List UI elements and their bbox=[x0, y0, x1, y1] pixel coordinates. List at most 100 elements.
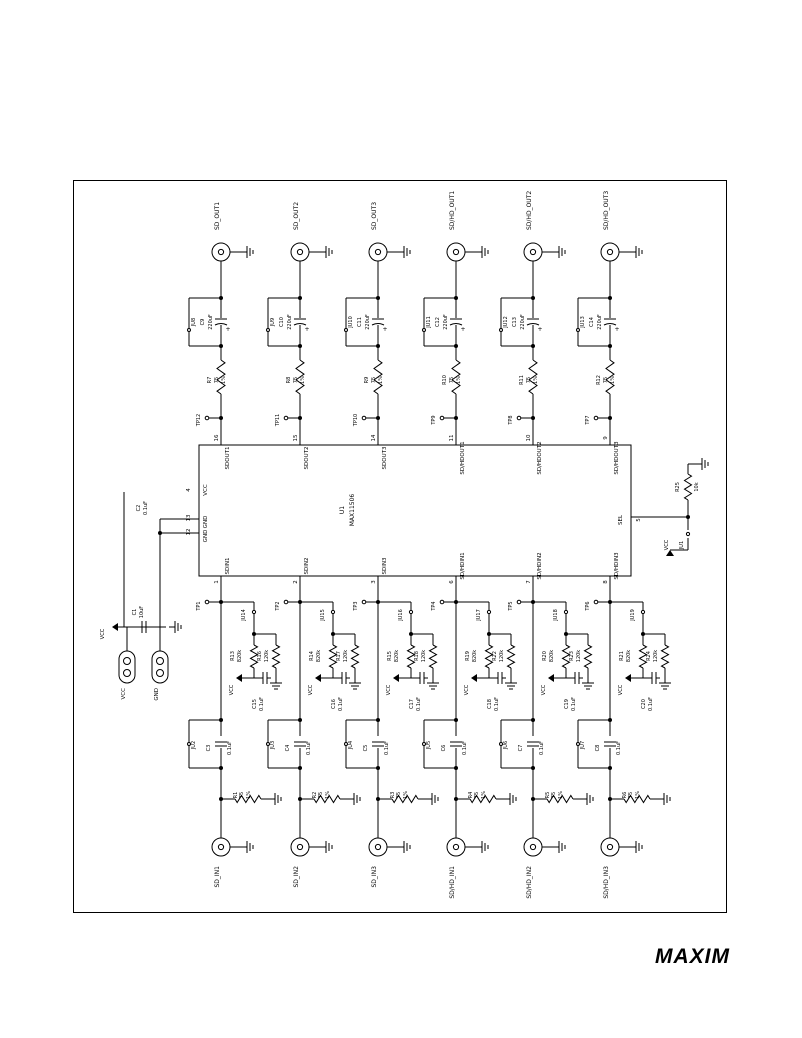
bnc-inner bbox=[606, 248, 614, 256]
resistor-zigzag bbox=[506, 644, 516, 669]
cap-value-label: 0.1uF bbox=[539, 741, 545, 755]
cap-ref-label: C14 bbox=[589, 317, 595, 327]
res-value-label: 820k bbox=[626, 650, 632, 663]
res-value-label: 75 bbox=[318, 792, 324, 798]
res-value-label: 120k bbox=[499, 650, 505, 663]
cap-value-label: 0.1uF bbox=[259, 697, 265, 711]
bnc-inner bbox=[374, 248, 382, 256]
input-connector-label: SD/HD_IN2 bbox=[526, 866, 533, 899]
resistor-zigzag bbox=[271, 644, 281, 669]
vcc-arrow-icon bbox=[393, 674, 399, 682]
ic-pin-number: 2 bbox=[293, 580, 299, 584]
res-ref-label: R20 bbox=[542, 651, 548, 661]
res-ref-label: R22 bbox=[492, 651, 498, 661]
res-ref-label: R25 bbox=[675, 482, 681, 492]
terminal-circle bbox=[563, 609, 569, 615]
bnc-outer bbox=[290, 837, 310, 857]
res-ref-label: R12 bbox=[596, 375, 602, 385]
resistor-zigzag bbox=[428, 644, 438, 669]
bnc-outer bbox=[211, 242, 231, 262]
jumper-label: JU19 bbox=[630, 609, 636, 622]
terminal-circle bbox=[251, 609, 257, 615]
cap-plate-curved bbox=[526, 323, 540, 326]
resistor-zigzag bbox=[469, 794, 497, 804]
ic-pin-number: 4 bbox=[186, 488, 192, 492]
res-value-label: 75 bbox=[551, 792, 557, 798]
input-connector-label: SD_IN1 bbox=[214, 866, 221, 888]
ic-pin-name: SDIN3 bbox=[382, 557, 388, 574]
cap-polarity-mark: + bbox=[304, 326, 309, 333]
ic-pin-name: VCC bbox=[203, 484, 209, 496]
cap-ref-label: C16 bbox=[331, 699, 337, 709]
terminal-circle bbox=[576, 742, 580, 746]
ic-pin-number: 14 bbox=[371, 434, 377, 441]
ic-pin-name: SDIN2 bbox=[304, 558, 310, 575]
input-connector-label: SD_IN3 bbox=[371, 866, 378, 888]
output-connector-label: SD_OUT2 bbox=[293, 202, 300, 230]
output-connector-label: SD_OUT3 bbox=[371, 202, 378, 230]
input-connector-label: SD/HD_IN3 bbox=[603, 866, 610, 899]
ic-pin-number: 8 bbox=[603, 580, 609, 584]
res-tolerance-label: 1% bbox=[221, 376, 227, 384]
res-value-label: 120k bbox=[576, 650, 582, 663]
res-value-label: 820k bbox=[472, 650, 478, 663]
testpoint-label: TP4 bbox=[431, 601, 437, 611]
res-value-label: 120k bbox=[343, 650, 349, 663]
vcc-label: VCC bbox=[664, 539, 670, 550]
res-ref-label: R16 bbox=[257, 651, 263, 661]
res-tolerance-label: 1% bbox=[246, 791, 252, 799]
res-tolerance-label: 1% bbox=[403, 791, 409, 799]
bnc-inner bbox=[452, 843, 460, 851]
ic-pin-number: 11 bbox=[449, 435, 455, 442]
cap-ref-label: C12 bbox=[435, 317, 441, 327]
terminal-circle bbox=[187, 328, 191, 332]
resistor-zigzag bbox=[234, 794, 262, 804]
resistor-zigzag bbox=[391, 794, 419, 804]
cap-value-label: 220uF bbox=[287, 314, 293, 330]
res-tolerance-label: 1% bbox=[558, 791, 564, 799]
cap-ref-label: C3 bbox=[206, 745, 212, 752]
jumper-label: JU11 bbox=[426, 316, 432, 329]
bnc-outer bbox=[600, 837, 620, 857]
schematic-frame bbox=[73, 180, 727, 913]
jumper-label: JU4 bbox=[348, 741, 354, 750]
resistor-zigzag bbox=[373, 359, 383, 395]
resistor-zigzag bbox=[561, 644, 571, 669]
resistor-zigzag bbox=[328, 644, 338, 669]
ic-pin-number: 6 bbox=[449, 580, 455, 584]
terminal-circle bbox=[499, 328, 503, 332]
cap-ref-label: C9 bbox=[200, 319, 206, 326]
output-connector-label: SD/HD_OUT2 bbox=[526, 191, 533, 230]
jack-hole bbox=[156, 669, 164, 677]
cap-ref-label: C10 bbox=[279, 317, 285, 327]
cap-value-label: 0.1uF bbox=[616, 741, 622, 755]
bnc-inner bbox=[217, 248, 225, 256]
bnc-outer bbox=[523, 242, 543, 262]
res-value-label: 75 bbox=[628, 792, 634, 798]
res-ref-label: R8 bbox=[286, 377, 292, 384]
ic-pin-name: SDOUT3 bbox=[382, 446, 388, 469]
bnc-inner bbox=[296, 843, 304, 851]
terminal-circle bbox=[593, 415, 599, 421]
jumper-label: JU2 bbox=[191, 741, 197, 750]
testpoint-label: TP12 bbox=[196, 414, 202, 427]
jumper-label: JU9 bbox=[270, 318, 276, 327]
testpoint-label: TP6 bbox=[585, 601, 591, 611]
cap-value-label: 0.1uF bbox=[306, 741, 312, 755]
terminal-circle bbox=[361, 415, 367, 421]
cap-ref-label: C17 bbox=[409, 699, 415, 709]
resistor-zigzag bbox=[623, 794, 651, 804]
res-ref-label: R17 bbox=[336, 651, 342, 661]
res-ref-label: R15 bbox=[387, 651, 393, 661]
vcc-banana-jack bbox=[118, 650, 136, 684]
ic-pin-number: 10 bbox=[526, 434, 532, 441]
vcc-arrow-icon bbox=[625, 674, 631, 682]
